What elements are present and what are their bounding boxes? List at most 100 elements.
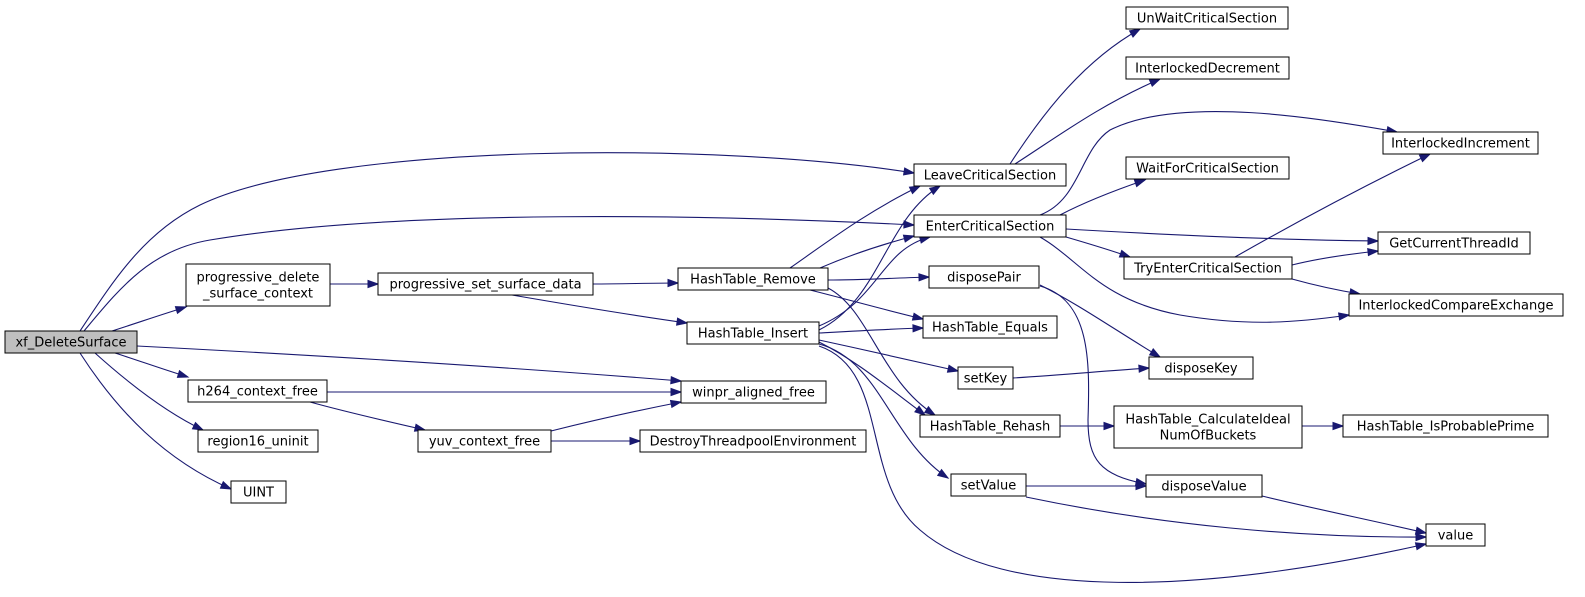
edge-progressive-delete-surface-context-to-progressive-set-surface-data: [330, 279, 380, 289]
edge-arrowhead: [1133, 179, 1147, 188]
edge-arrowhead: [1414, 526, 1428, 535]
edge-arrowhead: [1148, 78, 1162, 88]
edge-arrowhead: [669, 399, 683, 409]
node-disposevalue[interactable]: disposeValue: [1145, 474, 1263, 498]
node-disposepair[interactable]: disposePair: [928, 265, 1040, 289]
node-unwaitcriticalsection[interactable]: UnWaitCriticalSection: [1125, 6, 1289, 30]
node-box: [1377, 231, 1531, 255]
node-box: [919, 414, 1061, 438]
edge-arrowhead: [176, 369, 190, 378]
node-label: HashTable_Remove: [690, 273, 816, 288]
node-box: [922, 315, 1058, 339]
edge-arrowhead: [936, 468, 950, 479]
node-label: NumOfBuckets: [1160, 429, 1257, 444]
node-hashtable-remove[interactable]: HashTable_Remove: [677, 267, 829, 291]
node-value[interactable]: value: [1425, 523, 1486, 547]
node-hashtable-rehash[interactable]: HashTable_Rehash: [919, 414, 1061, 438]
node-interlockedincrement[interactable]: InterlockedIncrement: [1382, 131, 1539, 155]
node-progressive-delete-surface-context[interactable]: progressive_delete_surface_context: [185, 263, 331, 307]
edge-tryentercriticalsection-to-getcurrentthreadid: [1291, 247, 1380, 266]
edge-xf-deletesurface-to-entercriticalsection: [83, 216, 916, 332]
edge-hashtable-remove-to-disposepair: [827, 273, 931, 282]
node-tryentercriticalsection[interactable]: TryEnterCriticalSection: [1123, 256, 1293, 280]
node-label: UINT: [243, 486, 274, 501]
node-label: WaitForCriticalSection: [1136, 162, 1279, 177]
node-destroythreadpoolenvironment[interactable]: DestroyThreadpoolEnvironment: [639, 429, 867, 453]
edge-arrowhead: [667, 278, 680, 288]
node-yuv-context-free[interactable]: yuv_context_free: [417, 429, 552, 453]
edge-arrowhead: [670, 375, 683, 385]
edge-hashtable-remove-to-hashtable-equals: [809, 289, 925, 321]
node-winpr-aligned-free[interactable]: winpr_aligned_free: [680, 380, 827, 404]
edge-arrowhead: [914, 405, 927, 416]
node-box: [1125, 56, 1290, 80]
node-box: [677, 267, 829, 291]
edge-xf-deletesurface-to-progressive-delete-surface-context: [111, 306, 188, 332]
edge-arrowhead: [1338, 312, 1351, 321]
edge-arrowhead: [918, 273, 931, 282]
edge-yuv-context-free-to-winpr-aligned-free: [550, 399, 683, 432]
node-setkey[interactable]: setKey: [957, 366, 1014, 390]
edge-entercriticalsection-to-tryentercriticalsection: [1065, 236, 1132, 258]
node-box: [377, 272, 594, 296]
node-region16-uninit[interactable]: region16_uninit: [197, 429, 319, 453]
node-box: [1145, 474, 1263, 498]
node-interlockeddecrement[interactable]: InterlockedDecrement: [1125, 56, 1290, 80]
edge-setvalue-to-disposevalue: [1026, 481, 1148, 491]
node-hashtable-isprobableprime[interactable]: HashTable_IsProbablePrime: [1342, 414, 1549, 438]
node-label: InterlockedIncrement: [1391, 137, 1530, 152]
node-getcurrentthreadid[interactable]: GetCurrentThreadId: [1377, 231, 1531, 255]
node-progressive-set-surface-data[interactable]: progressive_set_surface_data: [377, 272, 594, 296]
edge-hashtable-insert-to-setkey: [818, 339, 960, 373]
edge-hashtable-rehash-to-hashtable-calculateidealnumofbuckets: [1060, 421, 1116, 431]
node-box: [680, 380, 827, 404]
edge-yuv-context-free-to-destroythreadpoolenvironment: [551, 436, 642, 446]
edge-arrowhead: [670, 387, 683, 397]
node-label: disposeKey: [1164, 362, 1237, 377]
edge-xf-deletesurface-to-region16-uninit: [94, 352, 205, 431]
edge-entercriticalsection-to-interlockedcompareexchange: [1039, 236, 1351, 323]
node-box: [1348, 293, 1564, 317]
node-uint[interactable]: UINT: [230, 480, 287, 504]
node-label: HashTable_Equals: [932, 321, 1048, 336]
node-box: [957, 366, 1014, 390]
node-label: value: [1438, 529, 1474, 544]
node-hashtable-equals[interactable]: HashTable_Equals: [922, 315, 1058, 339]
edge-arrowhead: [1118, 249, 1132, 258]
node-box: [1125, 6, 1289, 30]
edge-hashtable-remove-to-hashtable-rehash: [827, 287, 937, 416]
node-label: EnterCriticalSection: [926, 220, 1055, 235]
node-box: [913, 214, 1067, 238]
node-waitforcriticalsection[interactable]: WaitForCriticalSection: [1125, 156, 1290, 180]
node-label: region16_uninit: [207, 435, 308, 450]
node-label: HashTable_Insert: [698, 327, 808, 342]
node-label: UnWaitCriticalSection: [1137, 12, 1277, 27]
node-box: [4, 330, 138, 354]
edge-arrowhead: [1138, 364, 1151, 373]
node-setvalue[interactable]: setValue: [950, 473, 1027, 497]
node-leavecriticalsection[interactable]: LeaveCriticalSection: [913, 163, 1067, 187]
edge-arrowhead: [1418, 153, 1432, 163]
edge-xf-deletesurface-to-leavecriticalsection: [79, 152, 916, 332]
edge-setvalue-to-value: [1025, 496, 1428, 542]
node-box: [950, 473, 1027, 497]
node-disposekey[interactable]: disposeKey: [1148, 356, 1254, 380]
node-interlockedcompareexchange[interactable]: InterlockedCompareExchange: [1348, 293, 1564, 317]
edge-arrowhead: [908, 185, 922, 195]
node-h264-context-free[interactable]: h264_context_free: [187, 379, 328, 403]
node-label: yuv_context_free: [429, 435, 540, 450]
node-label: GetCurrentThreadId: [1389, 237, 1519, 252]
edge-leavecriticalsection-to-unwaitcriticalsection: [1009, 28, 1142, 165]
edge-arrowhead: [902, 167, 916, 176]
node-xf-deletesurface[interactable]: xf_DeleteSurface: [4, 330, 138, 354]
edge-progressive-set-surface-data-to-hashtable-insert: [511, 294, 689, 326]
edge-arrowhead: [629, 436, 642, 446]
edge-arrowhead: [902, 234, 916, 243]
edge-hashtable-insert-to-hashtable-equals: [818, 324, 925, 334]
node-box: [185, 263, 331, 307]
edge-progressive-set-surface-data-to-hashtable-remove: [592, 278, 680, 288]
edge-arrowhead: [676, 317, 689, 326]
node-hashtable-insert[interactable]: HashTable_Insert: [686, 321, 820, 345]
node-entercriticalsection[interactable]: EnterCriticalSection: [913, 214, 1067, 238]
